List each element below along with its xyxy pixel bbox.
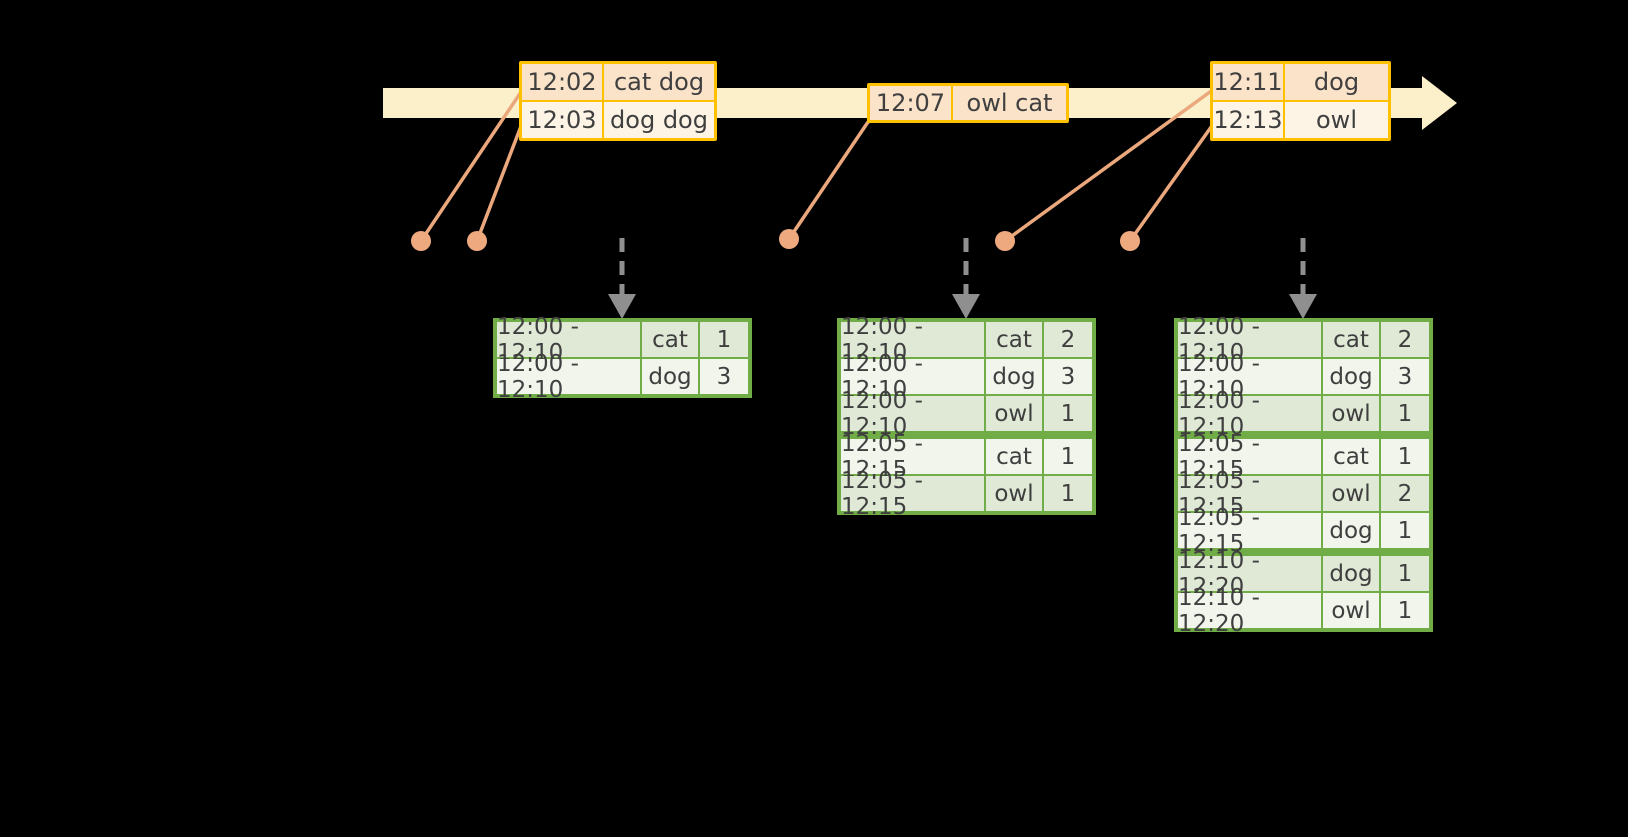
event-words-cell: dog [1285, 64, 1388, 100]
word-cell: dog [1323, 513, 1379, 548]
word-cell: cat [1323, 439, 1379, 474]
word-cell: cat [1323, 322, 1379, 357]
trigger-arrow-icon [952, 238, 980, 319]
window-cell: 12:10 - 12:20 [1178, 585, 1321, 637]
word-cell: owl [1323, 593, 1379, 628]
result-row: 12:05 - 12:15 dog 1 [1178, 505, 1429, 557]
window-cell: 12:05 - 12:15 [841, 468, 984, 520]
event-dot-icon [411, 231, 431, 251]
event-connector-line [1128, 121, 1216, 243]
result-row: 12:10 - 12:20 owl 1 [1178, 585, 1429, 637]
timeline-arrowhead-icon [1422, 76, 1457, 130]
event-connector-line [475, 120, 525, 242]
event-dot-icon [779, 229, 799, 249]
window-cell: 12:00 - 12:10 [497, 314, 640, 366]
result-row: 12:05 - 12:15 owl 1 [841, 468, 1092, 520]
event-dot-icon [995, 231, 1015, 251]
count-cell: 3 [1381, 359, 1429, 394]
event-row: 12:03 dog dog [522, 102, 714, 138]
result-row: 12:10 - 12:20 dog 1 [1178, 548, 1429, 600]
event-row: 12:07 owl cat [870, 86, 1066, 120]
event-dot-icon [1120, 231, 1140, 251]
count-cell: 1 [1381, 439, 1429, 474]
count-cell: 2 [1044, 322, 1092, 357]
window-cell: 12:10 - 12:20 [1178, 548, 1321, 600]
event-table-3: 12:11 dog 12:13 owl [1210, 61, 1391, 141]
window-cell: 12:00 - 12:10 [841, 388, 984, 440]
window-cell: 12:05 - 12:15 [1178, 431, 1321, 483]
count-cell: 3 [1044, 359, 1092, 394]
count-cell: 1 [1381, 396, 1429, 431]
result-row: 12:00 - 12:10 cat 2 [841, 314, 1092, 366]
result-table-2: 12:00 - 12:10 cat 2 12:00 - 12:10 dog 3 … [837, 314, 1096, 520]
count-cell: 1 [1381, 593, 1429, 628]
count-cell: 1 [1381, 513, 1429, 548]
word-cell: dog [1323, 359, 1379, 394]
event-table-2: 12:07 owl cat [867, 83, 1069, 123]
trigger-arrow-icon [608, 238, 636, 319]
word-cell: owl [986, 396, 1042, 431]
count-cell: 1 [1381, 556, 1429, 591]
event-time-cell: 12:03 [522, 102, 602, 138]
count-cell: 2 [1381, 476, 1429, 511]
event-time-cell: 12:07 [870, 86, 951, 120]
result-row: 12:05 - 12:15 cat 1 [841, 431, 1092, 483]
count-cell: 3 [700, 359, 748, 394]
event-connector-line [787, 121, 870, 240]
count-cell: 1 [1044, 476, 1092, 511]
window-cell: 12:05 - 12:15 [1178, 505, 1321, 557]
word-cell: dog [1323, 556, 1379, 591]
result-row: 12:00 - 12:10 cat 2 [1178, 314, 1429, 366]
result-row: 12:00 - 12:10 cat 1 [497, 314, 748, 366]
count-cell: 1 [1044, 396, 1092, 431]
event-words-cell: cat dog [604, 64, 714, 100]
event-words-cell: owl [1285, 102, 1388, 138]
event-time-cell: 12:11 [1213, 64, 1283, 100]
event-row: 12:13 owl [1213, 102, 1388, 138]
event-table-1: 12:02 cat dog 12:03 dog dog [519, 61, 717, 141]
event-row: 12:11 dog [1213, 64, 1388, 100]
word-cell: dog [986, 359, 1042, 394]
event-connector-line [1003, 87, 1216, 243]
event-row: 12:02 cat dog [522, 64, 714, 100]
window-cell: 12:00 - 12:10 [841, 314, 984, 366]
trigger-arrow-icon [1289, 238, 1317, 319]
word-cell: cat [986, 439, 1042, 474]
result-row: 12:00 - 12:10 owl 1 [841, 388, 1092, 440]
event-time-cell: 12:13 [1213, 102, 1283, 138]
event-time-cell: 12:02 [522, 64, 602, 100]
event-words-cell: dog dog [604, 102, 714, 138]
event-words-cell: owl cat [953, 86, 1066, 120]
count-cell: 1 [700, 322, 748, 357]
result-row: 12:00 - 12:10 dog 3 [497, 351, 748, 403]
word-cell: cat [986, 322, 1042, 357]
word-cell: cat [642, 322, 698, 357]
count-cell: 1 [1044, 439, 1092, 474]
result-table-3: 12:00 - 12:10 cat 2 12:00 - 12:10 dog 3 … [1174, 314, 1433, 637]
word-cell: dog [642, 359, 698, 394]
word-cell: owl [1323, 476, 1379, 511]
event-dot-icon [467, 231, 487, 251]
result-table-1: 12:00 - 12:10 cat 1 12:00 - 12:10 dog 3 [493, 314, 752, 403]
result-row: 12:00 - 12:10 owl 1 [1178, 388, 1429, 440]
result-row: 12:05 - 12:15 cat 1 [1178, 431, 1429, 483]
count-cell: 2 [1381, 322, 1429, 357]
event-connector-line [419, 88, 525, 242]
word-cell: owl [986, 476, 1042, 511]
window-cell: 12:00 - 12:10 [497, 351, 640, 403]
word-cell: owl [1323, 396, 1379, 431]
window-cell: 12:00 - 12:10 [1178, 388, 1321, 440]
